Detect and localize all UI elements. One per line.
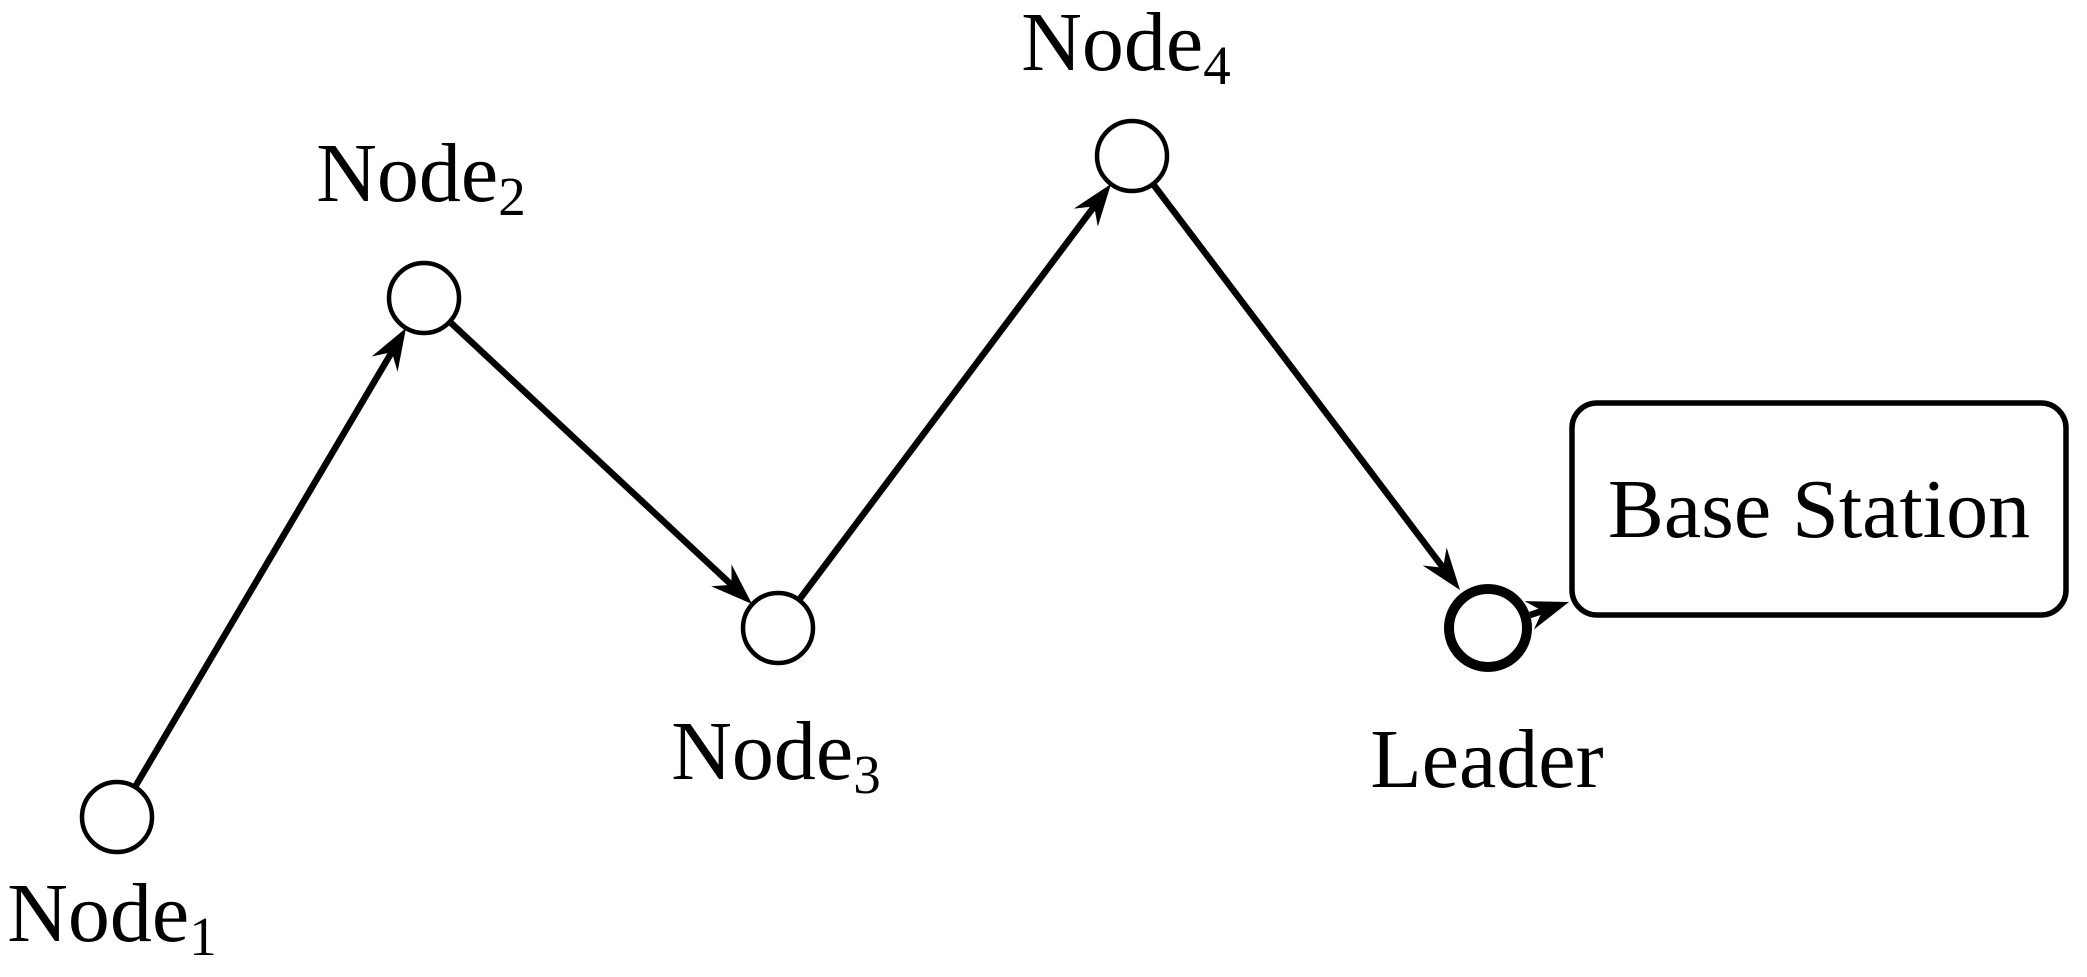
arrowhead-node2-to-node3-icon — [711, 564, 752, 604]
node-circle-node2 — [386, 260, 462, 336]
node-label-leader: Leader — [1370, 713, 1603, 806]
edge-node3-to-node4 — [796, 204, 1097, 602]
node-circle-node1 — [79, 779, 155, 855]
node-circle-node3 — [740, 590, 816, 666]
arrowhead-leader-to-base-station-icon — [1524, 601, 1569, 630]
arrowhead-node1-to-node2-icon — [371, 328, 406, 372]
node-label-node4: Node4 — [1021, 0, 1230, 96]
edge-node1-to-node2 — [132, 350, 395, 789]
edge-node4-to-leader — [1150, 182, 1446, 570]
node-circle-node4 — [1094, 118, 1170, 194]
node-label-node2: Node2 — [316, 127, 525, 227]
node-circle-leader — [1444, 584, 1532, 672]
node-label-node3: Node3 — [671, 705, 880, 805]
edge-leader-to-base-station — [1528, 607, 1544, 619]
base-station-box — [1569, 400, 2069, 618]
arrowhead-node3-to-node4-icon — [1073, 184, 1111, 227]
edge-node2-to-node3 — [447, 319, 734, 588]
node-label-node1: Node1 — [7, 867, 216, 967]
arrowhead-node4-to-leader-icon — [1422, 547, 1460, 590]
base-station-label: Base Station — [1608, 463, 2030, 556]
